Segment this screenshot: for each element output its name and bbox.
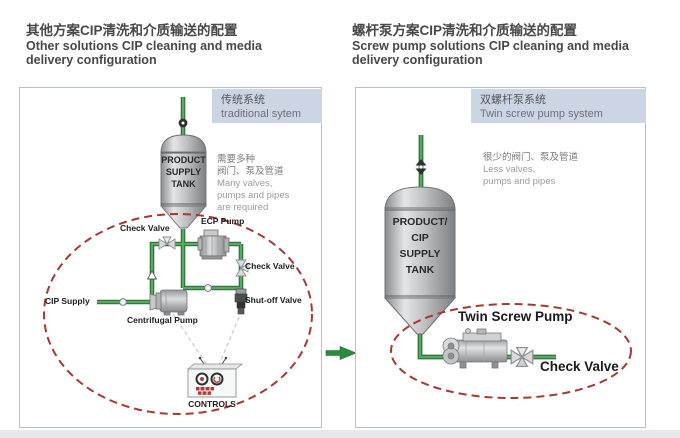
right-note: 很少的阀门、泵及管道 Less valves, pumps and pipes — [483, 152, 579, 187]
flow-direction-icon — [146, 270, 158, 280]
right-title-en2: delivery configuration — [352, 53, 483, 67]
right-diagram — [383, 135, 632, 399]
inline-valve-icon — [178, 118, 188, 128]
left-header-band: 传统系统 traditional sytem — [212, 89, 322, 123]
label-check-valve-right: Check Valve — [245, 261, 295, 271]
twin-screw-pump-icon — [442, 328, 508, 369]
right-title-cn: 螺杆泵方案CIP清洗和介质输送的配置 — [352, 23, 578, 38]
right-title-en1: Screw pump solutions CIP cleaning and me… — [352, 39, 629, 53]
label-centrifugal-pump: Centrifugal Pump — [127, 315, 198, 325]
left-note: 需要多种 阀门、泵及管道 Many valves, pumps and pipe… — [217, 154, 290, 213]
check-valve-top-icon — [158, 236, 176, 250]
right-panel: 双螺杆泵系统 Twin screw pump system — [355, 87, 646, 428]
label-controls: CONTROLS — [188, 399, 236, 409]
inline-valve-icon — [415, 159, 427, 175]
label-check-valve: Check Valve — [540, 359, 619, 374]
bottom-strip — [0, 430, 680, 438]
scope-ellipse — [43, 213, 313, 415]
label-twin-screw-pump: Twin Screw Pump — [458, 309, 573, 324]
left-diagram — [43, 97, 313, 415]
left-title-en2: delivery configuration — [26, 53, 157, 67]
right-header-band: 双螺杆泵系统 Twin screw pump system — [471, 89, 646, 123]
ecp-pump-icon — [197, 229, 230, 260]
check-valve-right-icon — [235, 259, 249, 277]
label-shut-off-valve: Shut-off Valve — [245, 295, 302, 305]
right-tank-label: PRODUCT/ CIP SUPPLY TANK — [392, 216, 448, 276]
left-tank-label: PRODUCT SUPPLY TANK — [161, 155, 206, 189]
left-title-en1: Other solutions CIP cleaning and media — [26, 39, 262, 53]
right-header-cn: 双螺杆泵系统 — [480, 94, 546, 106]
controls-connector-dashes — [172, 313, 240, 366]
left-header-cn: 传统系统 — [221, 94, 265, 106]
controls-box-icon — [186, 356, 244, 398]
flow-arrow-icon — [325, 346, 357, 360]
label-check-valve-top: Check Valve — [120, 223, 170, 233]
check-valve-icon — [510, 346, 534, 368]
shut-off-valve-icon — [234, 288, 248, 315]
product-cip-supply-tank-icon — [383, 186, 457, 335]
right-title: 螺杆泵方案CIP清洗和介质输送的配置 Screw pump solutions … — [352, 23, 629, 67]
product-supply-tank-icon — [160, 134, 207, 229]
label-cip-supply: CIP Supply — [45, 296, 90, 306]
pipe-union-icon — [119, 298, 127, 306]
left-title-cn: 其他方案CIP清洗和介质输送的配置 — [26, 23, 238, 38]
right-header-en: Twin screw pump system — [480, 108, 603, 120]
pipe-union-icon — [204, 284, 212, 292]
left-title: 其他方案CIP清洗和介质输送的配置 Other solutions CIP cl… — [26, 23, 262, 67]
left-header-en: traditional sytem — [221, 108, 302, 120]
label-ecp-pump: ECP Pump — [201, 216, 245, 226]
left-panel: 传统系统 traditional sytem — [19, 87, 322, 428]
scope-ellipse — [390, 303, 632, 399]
centrifugal-pump-icon — [149, 289, 188, 316]
